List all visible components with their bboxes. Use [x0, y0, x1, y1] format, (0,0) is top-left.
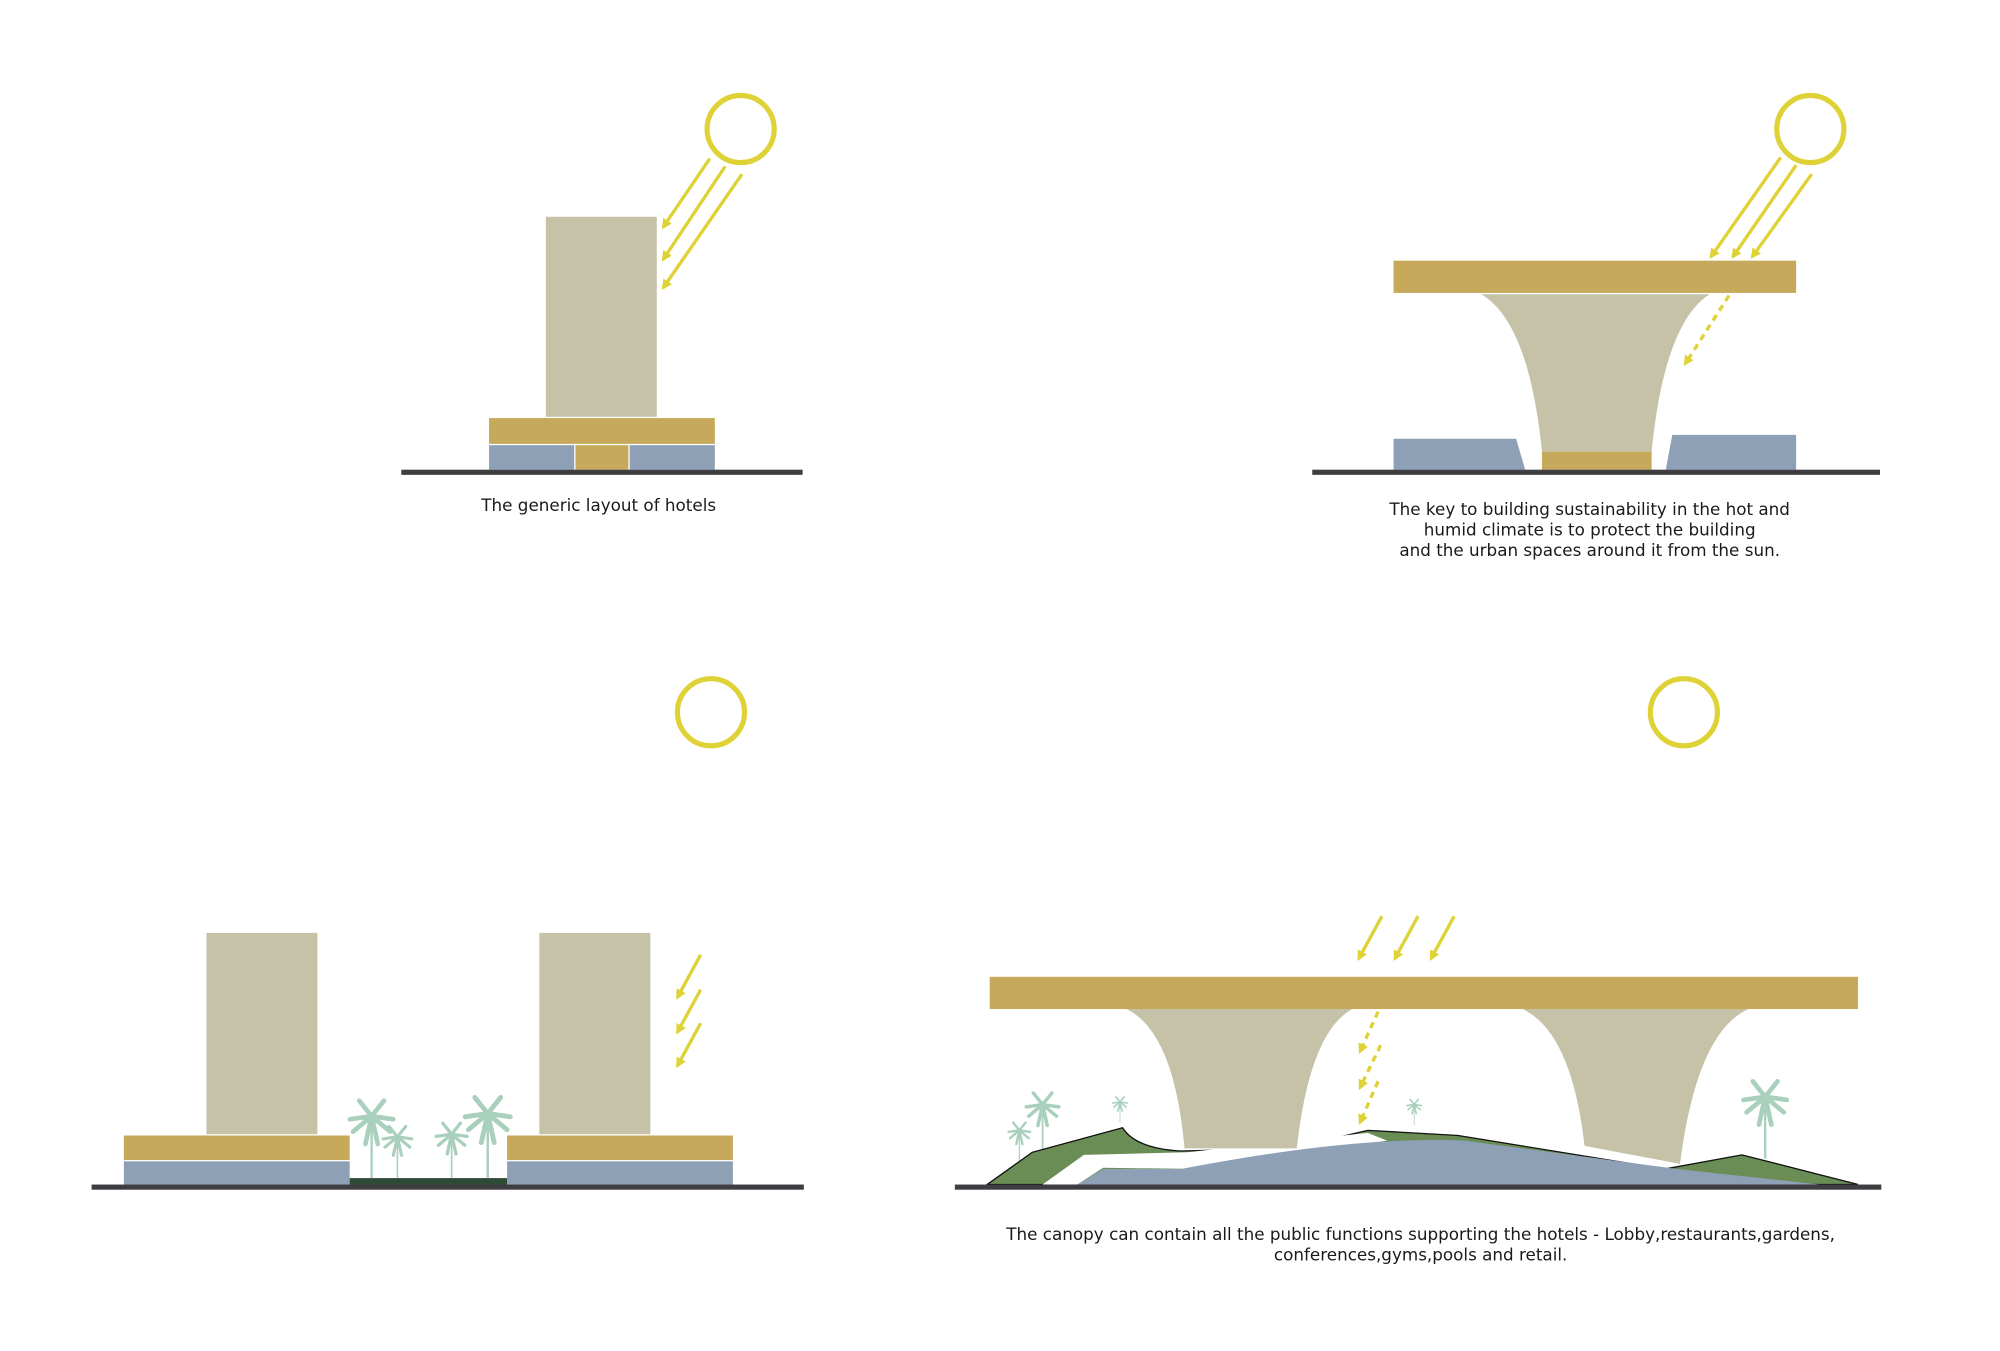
base-right [629, 445, 715, 470]
caption: The generic layout of hotels [480, 495, 716, 515]
base-right [507, 1161, 733, 1186]
panel-two-towers [91, 676, 804, 1190]
ground-line [1312, 469, 1880, 475]
caption-line-2: humid climate is to protect the building [1424, 519, 1756, 539]
canopy [1393, 260, 1797, 293]
ground-line [401, 469, 803, 475]
sun-icon [1774, 92, 1847, 166]
panel-generic-layout: The generic layout of hotels [401, 92, 803, 515]
base-core [575, 445, 629, 470]
hotel-tower-left [206, 932, 318, 1135]
sun-icon [704, 92, 777, 166]
base-left [489, 445, 575, 470]
sun-icon [1647, 676, 1720, 749]
sun-rays [1357, 915, 1456, 1125]
garden-strip [349, 1178, 508, 1186]
canopy-support-right [1522, 1009, 1749, 1164]
panel-canopy-concept: The key to building sustainability in th… [1312, 92, 1880, 560]
low-rise-left [1393, 438, 1526, 470]
base-left [123, 1161, 350, 1186]
sun-rays [661, 157, 744, 290]
caption-line-1: The canopy can contain all the public fu… [1005, 1224, 1835, 1244]
panel-canopy-public-functions: The canopy can contain all the public fu… [954, 676, 1882, 1265]
canopy-support-left [1126, 1009, 1353, 1149]
caption-line-1: The key to building sustainability in th… [1388, 499, 1790, 519]
low-rise-right [1665, 434, 1797, 470]
palm-tree-icons [350, 1097, 510, 1178]
hotel-tower-right [539, 932, 651, 1135]
caption-line-3: and the urban spaces around it from the … [1399, 540, 1780, 560]
sun-rays [1683, 156, 1813, 367]
caption-line-2: conferences,gyms,pools and retail. [1274, 1245, 1567, 1265]
hotel-tower [545, 216, 657, 417]
podium [489, 418, 715, 444]
public-functions-volume [1077, 1139, 1820, 1185]
podium-left [123, 1135, 350, 1161]
sun-rays [675, 954, 703, 1069]
support-base [1541, 451, 1652, 470]
canopy [989, 976, 1859, 1010]
sun-icon [674, 676, 748, 749]
hill-path [1042, 1132, 1388, 1185]
ground-line [91, 1184, 804, 1190]
podium-right [507, 1135, 733, 1161]
canopy-support [1481, 294, 1710, 452]
ground-line [954, 1184, 1882, 1190]
